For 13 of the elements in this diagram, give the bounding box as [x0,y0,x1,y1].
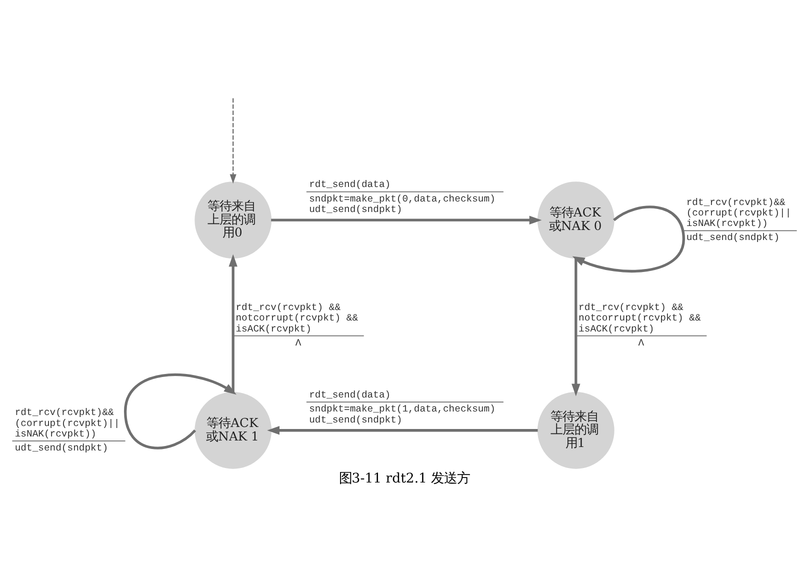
edge-label: Λ [295,336,302,348]
edge-label: rdt_rcv(rcvpkt) && notcorrupt(rcvpkt) && isACK(rcvpkt) [236,302,358,334]
edge-label: udt_send(sndpkt) [14,442,108,454]
edge-label: rdt_send(data) [309,178,391,190]
edge-label: Λ [638,336,644,348]
edge-label: rdt_send(data) [309,389,391,400]
edge-label: rdt_rcv(rcvpkt)&& (corrupt(rcvpkt)|| isNAK(rcvpkt)) [686,196,792,229]
edge-label: rdt_rcv(rcvpkt)&& (corrupt(rcvpkt)|| isNAK(rcvpkt)) [14,406,120,439]
edge-label: udt_send(sndpkt) [686,232,780,243]
edge-label: rdt_rcv(rcvpkt) && notcorrupt(rcvpkt) && isACK(rcvpkt) [578,302,701,334]
caption: 图3-11 rdt2.1 发送方 [338,471,470,486]
edge-label: sndpkt=make_pkt(1,data,checksum) udt_send(sndpkt) [309,403,496,425]
edge-label: sndpkt=make_pkt(0,data,checksum) udt_send(sndpkt) [309,192,496,214]
